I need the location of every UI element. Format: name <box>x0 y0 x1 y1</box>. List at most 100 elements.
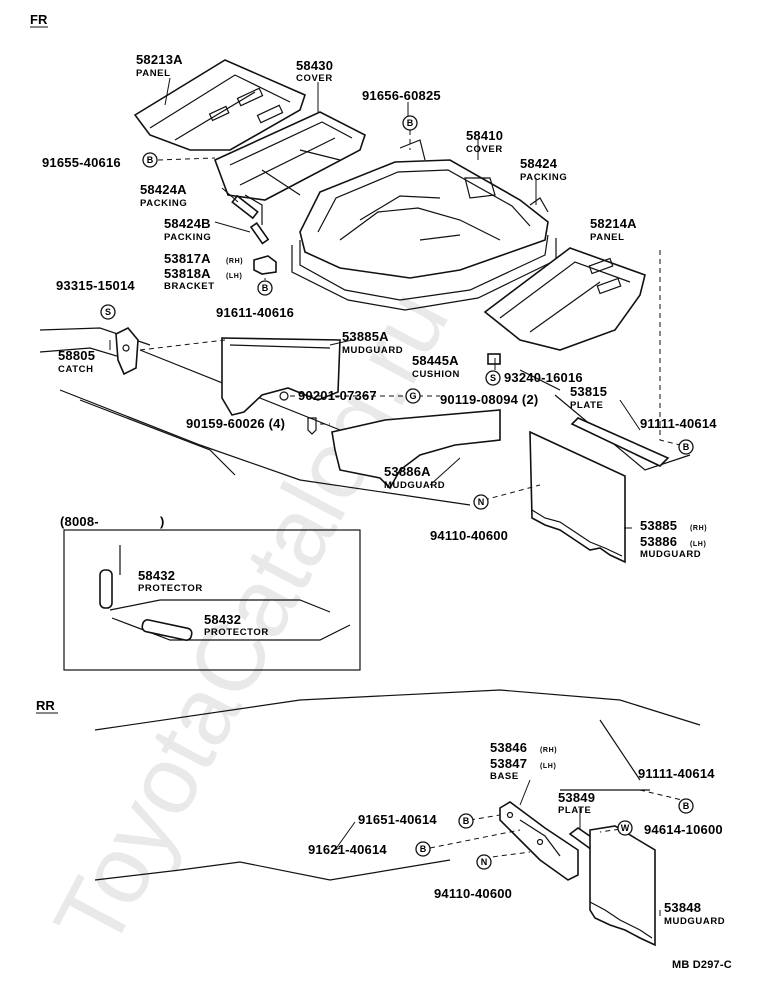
label-53846-num: 53846 <box>490 740 527 755</box>
label-58432-lower-num: 58432 <box>204 612 241 627</box>
b-marker-91611: B <box>257 280 273 296</box>
label-58805-num: 58805 <box>58 348 95 363</box>
n-marker-94110-front: N <box>473 494 489 510</box>
packing-58424B <box>249 221 270 245</box>
b-marker-91656: B <box>402 115 418 131</box>
base-53846 <box>499 801 579 881</box>
label-58430-num: 58430 <box>296 58 333 73</box>
label-53849-name: PLATE <box>558 805 591 816</box>
protector-58432-upper <box>99 569 113 609</box>
label-58214A-name: PANEL <box>590 232 625 243</box>
n-marker-94110-rear-letter: N <box>481 857 488 867</box>
label-58410-name: COVER <box>466 144 503 155</box>
b-marker-91655-letter: B <box>147 155 154 165</box>
label-53886A-num: 53886A <box>384 464 431 479</box>
label-58424-name: PACKING <box>520 172 567 183</box>
rear-body-outline <box>94 689 701 881</box>
s-marker-93315: S <box>100 304 116 320</box>
front-labels: 58213A PANEL 58430 COVER 91656-60825 916… <box>42 52 717 638</box>
label-53886-suffix: (LH) <box>690 541 706 548</box>
b-marker-91621-letter: B <box>420 844 427 854</box>
b-marker-91656-letter: B <box>407 118 414 128</box>
section-front-label: FR <box>30 12 48 27</box>
label-53817A-suffix: (RH) <box>226 258 243 265</box>
label-58410-num: 58410 <box>466 128 503 143</box>
b-marker-91111-front-letter: B <box>683 442 690 452</box>
s-marker-93240-letter: S <box>490 373 496 383</box>
label-58424B-num: 58424B <box>164 216 211 231</box>
label-94110-rear-num: 94110-40600 <box>434 886 512 901</box>
label-53848-num: 53848 <box>664 900 701 915</box>
label-58432-upper-num: 58432 <box>138 568 175 583</box>
g-marker-90119: G <box>405 388 421 404</box>
n-marker-94110-front-letter: N <box>478 497 485 507</box>
inset-date-label: (8008- <box>60 514 99 529</box>
label-53847-num: 53847 <box>490 756 527 771</box>
b-marker-91111-rear: B <box>678 798 694 814</box>
cover-58410 <box>291 139 557 311</box>
inset-box: (8008- ) <box>60 514 361 671</box>
inset-date-close: ) <box>160 514 165 529</box>
b-marker-91111-rear-letter: B <box>683 801 690 811</box>
screw-90159 <box>307 417 317 435</box>
label-53885A-name: MUDGUARD <box>342 345 403 356</box>
symbol-markers: B B B S S G B N B B W B N <box>100 115 694 870</box>
bracket-53817A <box>253 255 277 275</box>
diagram-code: MB D297-C <box>672 959 732 971</box>
panel-58214A <box>483 247 646 351</box>
mudguard-53885 <box>529 430 626 564</box>
cover-58430 <box>213 111 366 225</box>
label-91655-num: 91655-40616 <box>42 155 121 170</box>
label-53815-num: 53815 <box>570 384 607 399</box>
panel-58213A <box>133 59 306 151</box>
label-91621-num: 91621-40614 <box>308 842 387 857</box>
w-marker-94614: W <box>617 820 633 836</box>
label-53849-num: 53849 <box>558 790 595 805</box>
label-58445A-num: 58445A <box>412 353 459 368</box>
label-53885A-num: 53885A <box>342 329 389 344</box>
g-marker-90119-letter: G <box>409 391 416 401</box>
label-53847-suffix: (LH) <box>540 763 556 770</box>
label-90159-num: 90159-60026 (4) <box>186 416 285 431</box>
label-53817A-num: 53817A <box>164 251 211 266</box>
cushion-58445A <box>487 353 501 365</box>
label-58430-name: COVER <box>296 73 333 84</box>
w-marker-94614-letter: W <box>621 823 630 833</box>
b-marker-91621: B <box>415 841 431 857</box>
s-marker-93240: S <box>485 370 501 386</box>
front-leaders <box>109 77 681 529</box>
label-58213A-name: PANEL <box>136 68 171 79</box>
protector-58432-lower <box>141 619 193 641</box>
label-53885-suffix: (RH) <box>690 525 707 532</box>
label-58214A-num: 58214A <box>590 216 637 231</box>
rear-labels: 53846 (RH) 53847 (LH) BASE 91111-40614 5… <box>308 740 732 971</box>
label-58432-lower-name: PROTECTOR <box>204 627 269 638</box>
label-93315-num: 93315-15014 <box>56 278 135 293</box>
clip-90201 <box>279 391 289 401</box>
s-marker-93315-letter: S <box>105 307 111 317</box>
label-58213A-num: 58213A <box>136 52 183 67</box>
label-53815-name: PLATE <box>570 400 603 411</box>
n-marker-94110-rear: N <box>476 854 492 870</box>
b-marker-91611-letter: B <box>262 283 269 293</box>
front-body-outline <box>39 327 691 506</box>
label-58424A-num: 58424A <box>140 182 187 197</box>
label-93240-num: 93240-16016 <box>504 370 583 385</box>
label-91611-num: 91611-40616 <box>216 305 294 320</box>
b-marker-91651-letter: B <box>463 816 470 826</box>
mudguard-53886A <box>331 409 501 490</box>
b-marker-91651: B <box>458 813 474 829</box>
label-53848-name: MUDGUARD <box>664 916 725 927</box>
label-53886-name: MUDGUARD <box>640 549 701 560</box>
label-58445A-name: CUSHION <box>412 369 460 380</box>
label-90119-num: 90119-08094 (2) <box>440 392 538 407</box>
label-94614-num: 94614-10600 <box>644 822 723 837</box>
label-53886A-name: MUDGUARD <box>384 480 445 491</box>
b-marker-91655: B <box>142 152 158 168</box>
label-90201-num: 90201-07367 <box>298 388 377 403</box>
plate-53815 <box>570 417 670 467</box>
label-53885-num: 53885 <box>640 518 677 533</box>
b-marker-91111-front: B <box>678 439 694 455</box>
